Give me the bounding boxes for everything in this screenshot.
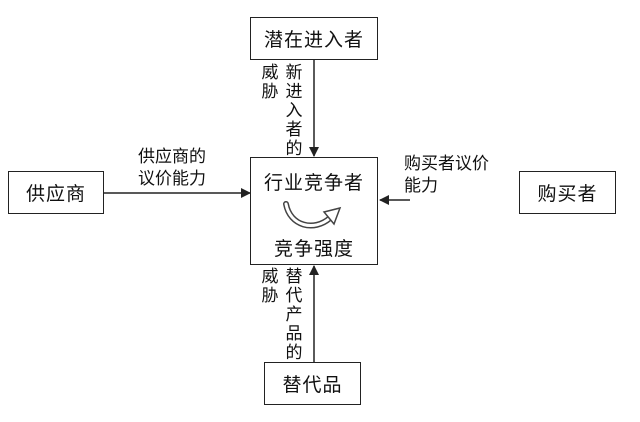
suppliers-label: 供应商: [25, 183, 86, 205]
buyers-label: 购买者: [537, 183, 598, 205]
supplier-bargaining-line1: 供应商的: [138, 147, 206, 167]
industry-competitors-title: 行业竞争者: [263, 172, 364, 194]
substitutes-threat-col-left: 威胁: [261, 267, 279, 306]
potential-entrants-label: 潜在进入者: [263, 29, 364, 51]
supplier-bargaining-line2: 议价能力: [138, 169, 206, 189]
suppliers-box: 供应商: [8, 171, 104, 214]
buyer-bargaining-line2: 能力: [404, 176, 438, 196]
substitutes-box: 替代品: [264, 362, 361, 405]
substitutes-label: 替代品: [282, 374, 343, 396]
competition-intensity-label: 竞争强度: [273, 238, 354, 260]
curved-rotation-arrow-icon: [283, 201, 342, 229]
substitutes-threat-col-right: 替代产品的: [285, 267, 303, 363]
entrants-threat-col-left: 威胁: [261, 63, 279, 102]
industry-competitors-box: 行业竞争者 竞争强度: [250, 157, 378, 265]
entrants-threat-col-right: 新进入者的: [285, 63, 303, 159]
potential-entrants-box: 潜在进入者: [250, 17, 378, 60]
buyers-box: 购买者: [519, 171, 616, 214]
buyer-bargaining-line1: 购买者议价: [404, 154, 489, 174]
